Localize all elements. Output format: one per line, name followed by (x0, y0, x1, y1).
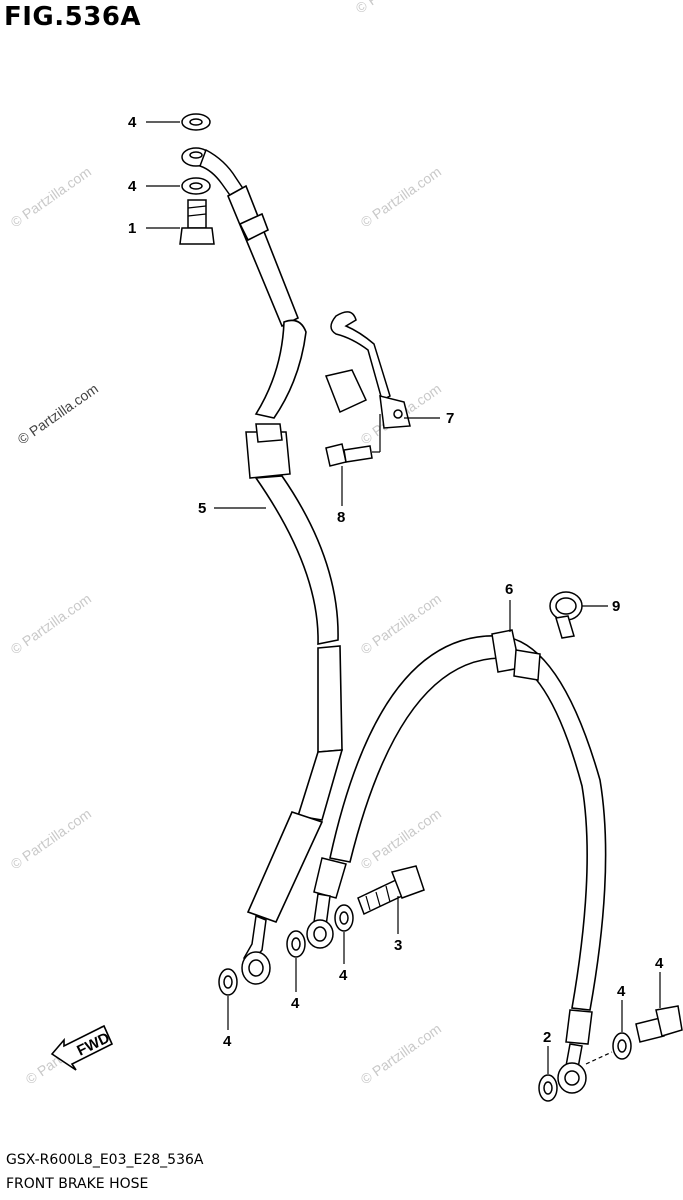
watermark: © Partzilla.com (358, 805, 444, 872)
callout-7: 7 (446, 410, 454, 427)
callout-4: 4 (617, 983, 626, 1000)
diagram-code: GSX-R600L8_E03_E28_536A (6, 1152, 204, 1168)
watermarks: © Partzilla.com © Partzilla.com © Partzi… (8, 0, 444, 1087)
diagram-name: FRONT BRAKE HOSE (6, 1176, 149, 1192)
bolt-8 (325, 443, 373, 467)
callout-8: 8 (337, 509, 345, 526)
union-bolt-2 (635, 1005, 683, 1043)
leader-lines (146, 121, 661, 1074)
callout-4: 4 (128, 114, 137, 131)
watermark: © Partzilla.com (8, 805, 94, 872)
callout-9: 9 (612, 598, 620, 615)
watermark: © Partzilla.com (8, 590, 94, 657)
clamp-9 (549, 591, 583, 639)
callout-4: 4 (128, 178, 137, 195)
watermark: © Partzilla.com (358, 163, 444, 230)
watermark: © Partzilla.com (353, 0, 439, 16)
callout-labels: 4 4 1 7 8 5 6 9 3 4 4 4 2 4 4 (128, 114, 664, 1050)
callout-4: 2 (543, 1029, 551, 1046)
bracket-7 (324, 311, 411, 429)
callout-1: 1 (128, 220, 136, 237)
union-bolt-3 (357, 865, 425, 916)
upper-brake-hose (181, 147, 344, 985)
watermark: © Partzilla.com (358, 590, 444, 657)
right-brake-hose (306, 629, 607, 1094)
union-bolt-1 (179, 199, 215, 245)
sealing-washers (181, 113, 632, 1102)
callout-2: 4 (655, 955, 664, 972)
callout-5: 5 (198, 500, 206, 517)
watermark: © Partzilla.com (358, 1020, 444, 1087)
callout-4: 4 (291, 995, 300, 1012)
watermark: © Partzilla.com (8, 163, 94, 230)
callout-6: 6 (505, 581, 513, 598)
callout-4: 4 (223, 1033, 232, 1050)
callout-3: 3 (394, 937, 402, 954)
callout-4: 4 (339, 967, 348, 984)
watermark: © Partzilla.com (15, 380, 101, 447)
figure-title: FIG.536A (4, 2, 142, 32)
